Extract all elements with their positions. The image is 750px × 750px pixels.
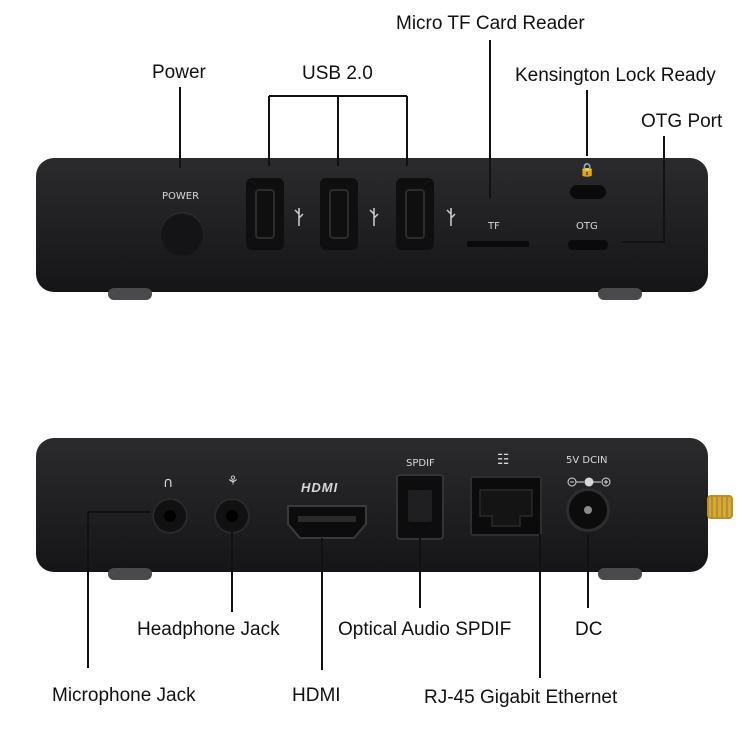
hdmi-logo: HDMI — [301, 480, 339, 495]
usb-port-3[interactable] — [396, 178, 434, 250]
optical-spdif-shutter — [408, 490, 432, 522]
power-button[interactable] — [160, 212, 204, 256]
tf-slot-label: TF — [488, 221, 500, 232]
hdmi-label: HDMI — [292, 685, 341, 706]
network-icon: ☷ — [497, 452, 510, 468]
optical-audio-spdif-label: Optical Audio SPDIF — [338, 619, 512, 640]
kensington-lock-slot[interactable] — [570, 185, 606, 199]
microphone-icon: ⚘ — [227, 474, 239, 489]
micro-tf-card-reader-label: Micro TF Card Reader — [396, 13, 585, 34]
usb-port-2[interactable] — [320, 178, 358, 250]
usb-port-1[interactable] — [246, 178, 284, 250]
dc-label: DC — [575, 619, 603, 640]
headphone-jack-hole — [164, 510, 176, 522]
rj45-ethernet-port[interactable] — [470, 476, 542, 536]
device-foot-left — [108, 288, 152, 300]
otg-port-label: OTG — [576, 221, 598, 232]
device-foot-right-bottom — [598, 568, 642, 580]
usb-label: USB 2.0 — [302, 63, 373, 84]
microphone-jack-label: Microphone Jack — [52, 685, 196, 706]
kensington-lock-label: Kensington Lock Ready — [515, 65, 716, 86]
lock-icon: 🔒 — [579, 163, 596, 178]
headphone-icon: ∩ — [163, 475, 174, 491]
rj45-gigabit-ethernet-label: RJ-45 Gigabit Ethernet — [424, 687, 618, 708]
dcin-label: 5V DCIN — [566, 455, 608, 466]
microphone-jack-hole — [226, 510, 238, 522]
device-foot-left-bottom — [108, 568, 152, 580]
dc-power-pin — [584, 506, 592, 514]
power-button-label: POWER — [162, 191, 200, 202]
device-front-panel — [36, 158, 708, 292]
headphone-jack-label: Headphone Jack — [137, 619, 280, 640]
otg-port[interactable] — [568, 240, 608, 250]
otg-port-callout-label: OTG Port — [641, 111, 723, 132]
device-foot-right — [598, 288, 642, 300]
spdif-label: SPDIF — [406, 458, 435, 469]
power-label: Power — [152, 62, 206, 83]
tf-card-slot[interactable] — [467, 241, 529, 247]
